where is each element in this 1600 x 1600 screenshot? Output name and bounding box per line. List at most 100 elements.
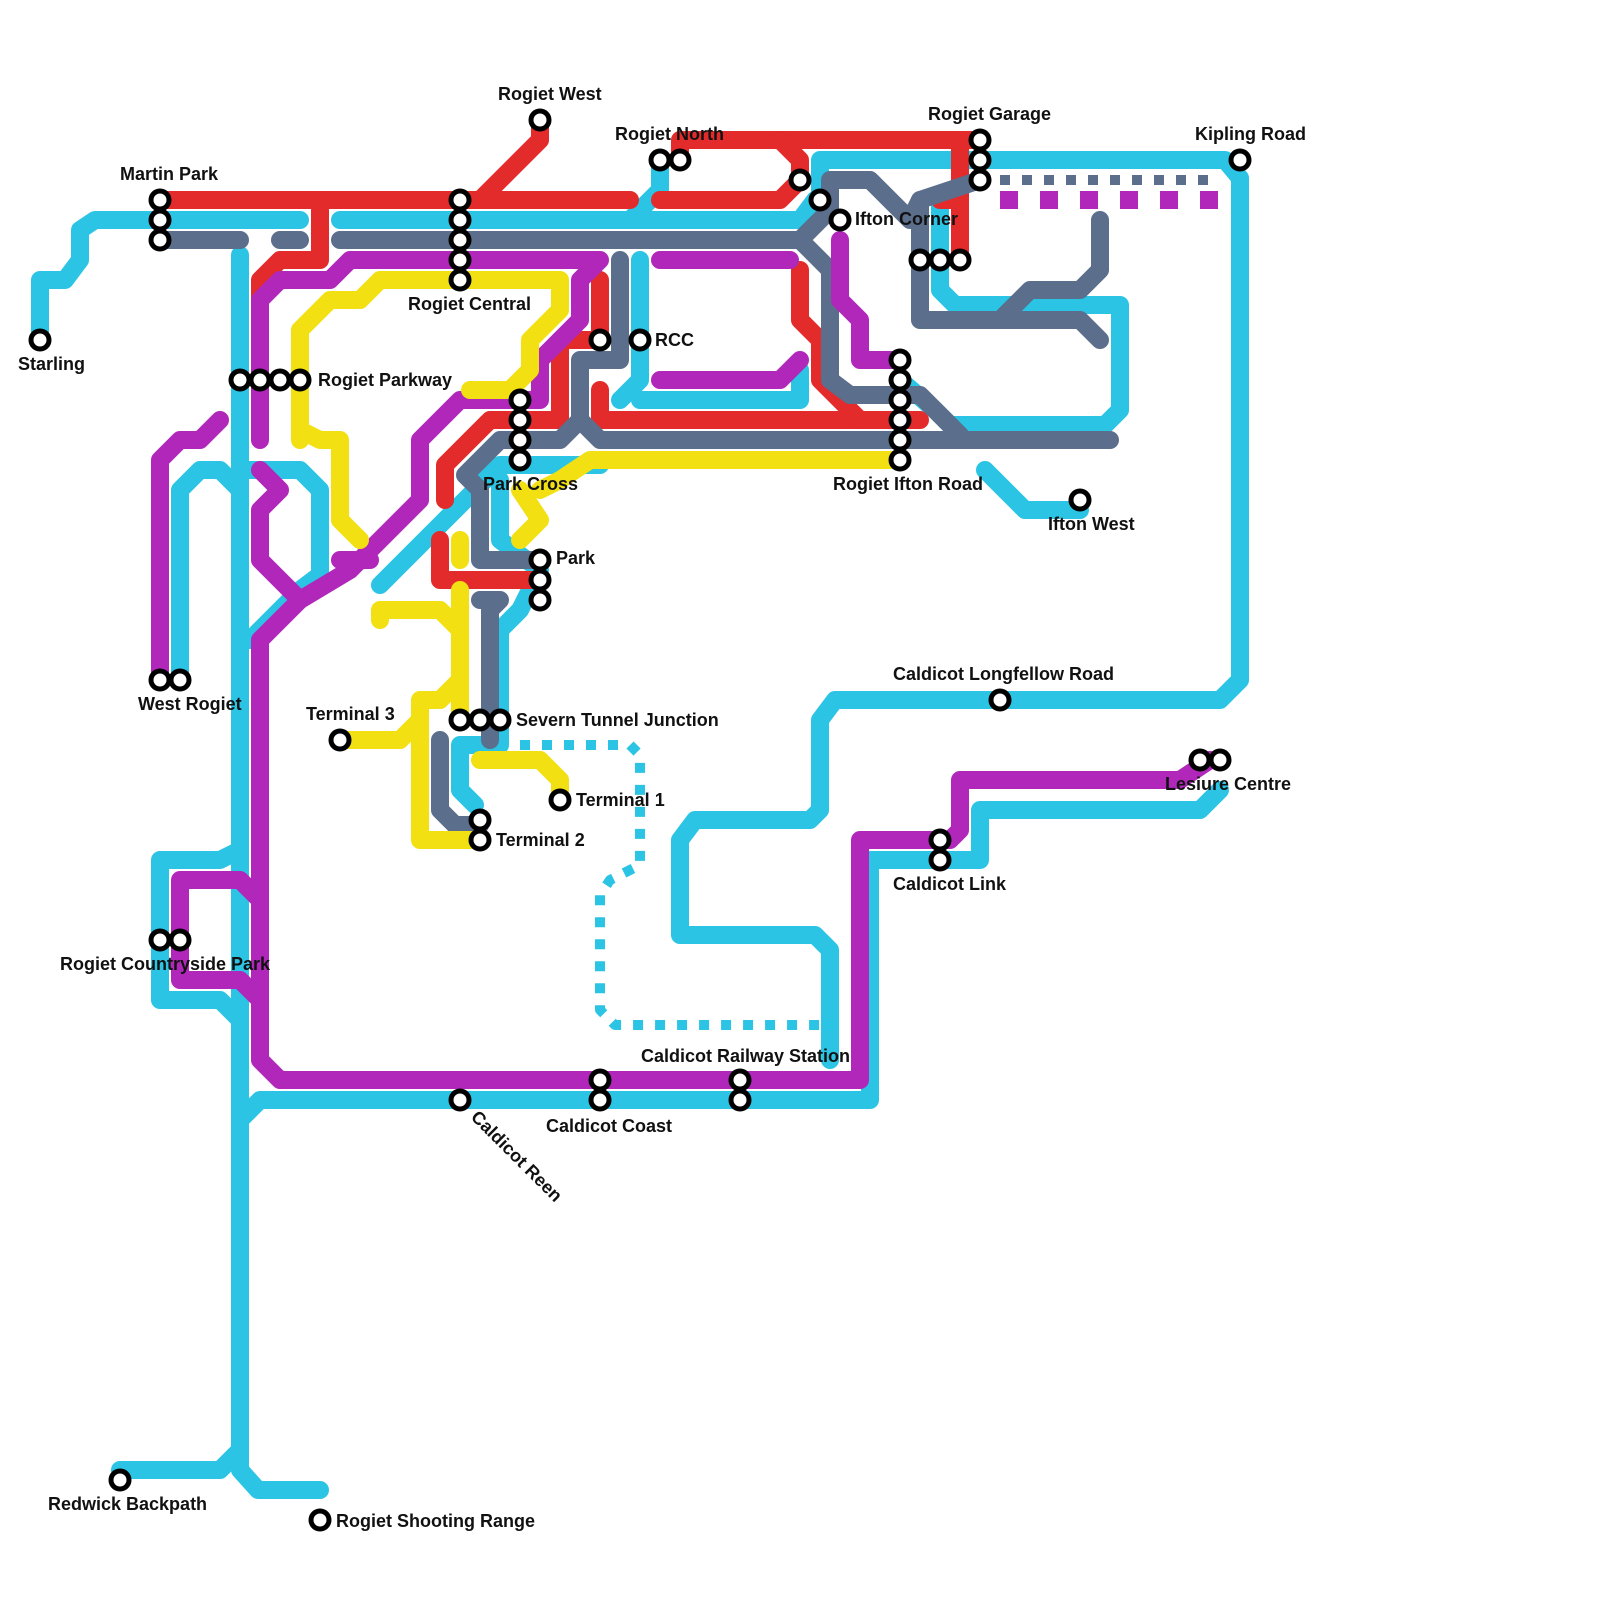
label-rogiet-countryside-park: Rogiet Countryside Park bbox=[60, 954, 271, 974]
station-marker[interactable] bbox=[808, 188, 832, 212]
red-park-link bbox=[431, 531, 549, 589]
station-marker[interactable] bbox=[888, 368, 912, 392]
yellow-ifton-road bbox=[511, 481, 549, 549]
cyan-southern-segment bbox=[231, 781, 1229, 1129]
cyan-west-rogiet-loop bbox=[171, 461, 249, 689]
slate-east-link bbox=[791, 231, 969, 444]
station-marker[interactable] bbox=[168, 928, 192, 952]
station-marker[interactable] bbox=[888, 428, 912, 452]
station-marker[interactable] bbox=[448, 708, 472, 732]
station-marker[interactable] bbox=[448, 228, 472, 252]
cyan-park-segment bbox=[451, 471, 549, 814]
station-marker[interactable] bbox=[508, 408, 532, 432]
station-marker[interactable] bbox=[728, 1088, 752, 1112]
station-marker[interactable] bbox=[508, 388, 532, 412]
label-caldicot-link: Caldicot Link bbox=[893, 874, 1007, 894]
station-marker[interactable] bbox=[448, 188, 472, 212]
station-marker[interactable] bbox=[948, 248, 972, 272]
cyan-north-segment bbox=[331, 151, 669, 229]
purple-loop-segment-2 bbox=[651, 351, 809, 389]
station-marker[interactable] bbox=[528, 548, 552, 572]
station-marker[interactable] bbox=[928, 828, 952, 852]
station-marker[interactable] bbox=[908, 248, 932, 272]
cyan-redwick-segment bbox=[111, 1441, 249, 1479]
station-marker[interactable] bbox=[648, 148, 672, 172]
station-labels: Starling Martin Park Rogiet West Rogiet … bbox=[18, 84, 1306, 1531]
station-marker[interactable] bbox=[448, 208, 472, 232]
label-martin-park: Martin Park bbox=[120, 164, 219, 184]
station-marker[interactable] bbox=[728, 1068, 752, 1092]
label-caldicot-longfellow-road: Caldicot Longfellow Road bbox=[893, 664, 1114, 684]
station-marker[interactable] bbox=[888, 348, 912, 372]
station-marker[interactable] bbox=[788, 168, 812, 192]
station-marker[interactable] bbox=[468, 808, 492, 832]
station-marker[interactable] bbox=[528, 108, 552, 132]
station-marker[interactable] bbox=[1068, 488, 1092, 512]
station-marker[interactable] bbox=[528, 588, 552, 612]
label-caldicot-coast: Caldicot Coast bbox=[546, 1116, 672, 1136]
cyan-rcc-link bbox=[611, 251, 649, 409]
label-starling: Starling bbox=[18, 354, 85, 374]
station-marker[interactable] bbox=[308, 1508, 332, 1532]
station-marker[interactable] bbox=[988, 688, 1012, 712]
label-rogiet-shooting-range: Rogiet Shooting Range bbox=[336, 1511, 535, 1531]
station-marker[interactable] bbox=[148, 208, 172, 232]
station-marker[interactable] bbox=[508, 428, 532, 452]
station-marker[interactable] bbox=[448, 268, 472, 292]
station-marker[interactable] bbox=[228, 368, 252, 392]
station-marker[interactable] bbox=[528, 568, 552, 592]
label-west-rogiet: West Rogiet bbox=[138, 694, 242, 714]
station-marker[interactable] bbox=[968, 168, 992, 192]
station-marker[interactable] bbox=[508, 448, 532, 472]
station-marker[interactable] bbox=[888, 408, 912, 432]
station-marker[interactable] bbox=[888, 388, 912, 412]
yellow-loop bbox=[291, 421, 369, 549]
station-marker[interactable] bbox=[328, 728, 352, 752]
station-marker[interactable] bbox=[448, 248, 472, 272]
purple-ifton-corner bbox=[831, 231, 909, 369]
station-marker[interactable] bbox=[588, 1088, 612, 1112]
station-marker[interactable] bbox=[148, 668, 172, 692]
station-marker[interactable] bbox=[928, 848, 952, 872]
station-marker[interactable] bbox=[168, 668, 192, 692]
station-marker[interactable] bbox=[1188, 748, 1212, 772]
station-marker[interactable] bbox=[148, 228, 172, 252]
station-marker[interactable] bbox=[588, 1068, 612, 1092]
station-marker[interactable] bbox=[488, 708, 512, 732]
station-marker[interactable] bbox=[588, 328, 612, 352]
station-marker[interactable] bbox=[288, 368, 312, 392]
label-rogiet-central: Rogiet Central bbox=[408, 294, 531, 314]
red-rogiet-west-link bbox=[471, 111, 549, 209]
label-rogiet-garage: Rogiet Garage bbox=[928, 104, 1051, 124]
station-marker[interactable] bbox=[108, 1468, 132, 1492]
station-marker[interactable] bbox=[248, 368, 272, 392]
slate-ifton-spur bbox=[991, 211, 1109, 329]
station-marker[interactable] bbox=[968, 128, 992, 152]
station-marker[interactable] bbox=[148, 928, 172, 952]
cyan-caldicot-branch bbox=[671, 151, 1249, 1069]
cyan-terminal-dotted bbox=[520, 740, 820, 1030]
station-marker[interactable] bbox=[1228, 148, 1252, 172]
purple-countryside-loop bbox=[171, 871, 269, 1009]
station-marker[interactable] bbox=[468, 828, 492, 852]
station-marker[interactable] bbox=[628, 328, 652, 352]
station-marker[interactable] bbox=[668, 148, 692, 172]
label-park: Park bbox=[556, 548, 596, 568]
station-marker[interactable] bbox=[148, 188, 172, 212]
station-marker[interactable] bbox=[968, 148, 992, 172]
station-marker[interactable] bbox=[468, 708, 492, 732]
station-marker[interactable] bbox=[548, 788, 572, 812]
label-terminal-2: Terminal 2 bbox=[496, 830, 585, 850]
station-marker[interactable] bbox=[1208, 748, 1232, 772]
label-severn-tunnel-junction: Severn Tunnel Junction bbox=[516, 710, 719, 730]
station-marker[interactable] bbox=[448, 1088, 472, 1112]
yellow-park-cross-link bbox=[531, 451, 909, 499]
label-terminal-1: Terminal 1 bbox=[576, 790, 665, 810]
station-marker[interactable] bbox=[268, 368, 292, 392]
station-marker[interactable] bbox=[888, 448, 912, 472]
red-inner-loop bbox=[651, 131, 809, 209]
station-marker[interactable] bbox=[28, 328, 52, 352]
station-marker[interactable] bbox=[928, 248, 952, 272]
station-marker[interactable] bbox=[828, 208, 852, 232]
label-rcc: RCC bbox=[655, 330, 694, 350]
